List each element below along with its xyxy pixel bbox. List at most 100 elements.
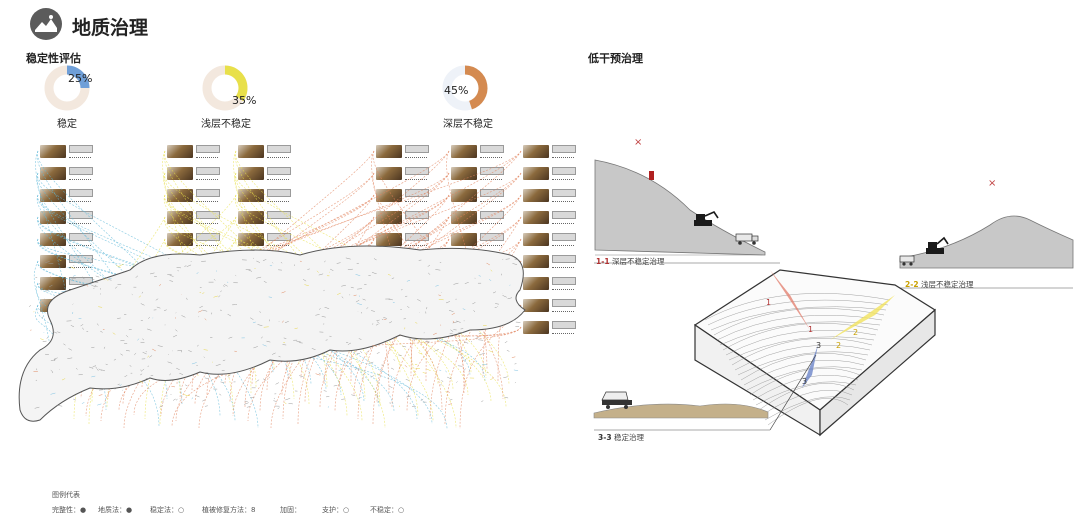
terrain-texture-stroke [375, 324, 379, 326]
terrain-texture-stroke [94, 284, 98, 288]
terrain-texture-stroke [133, 352, 137, 356]
sample-connector-line [391, 238, 522, 408]
slope-sample-rating [480, 219, 502, 224]
terrain-texture-stroke [116, 265, 121, 268]
terrain-texture-stroke [447, 376, 452, 380]
slope-sample-tag [69, 233, 93, 241]
sample-connector-line [37, 216, 236, 422]
terrain-texture-stroke [172, 334, 178, 338]
sample-connector-line [123, 150, 375, 429]
terrain-texture-stroke [139, 380, 143, 383]
sample-connector-line [37, 282, 486, 382]
terrain-texture-stroke [462, 308, 466, 310]
terrain-texture-stroke [341, 284, 346, 287]
terrain-texture-stroke [117, 383, 120, 386]
slope-sample-rating [69, 219, 91, 224]
terrain-texture-stroke [398, 354, 402, 357]
terrain-texture-stroke [464, 282, 469, 284]
terrain-texture-stroke [370, 375, 374, 378]
terrain-texture-stroke [152, 348, 156, 352]
slope-sample-thumb [167, 211, 193, 224]
terrain-texture-stroke [204, 318, 207, 321]
terrain-texture-stroke [368, 361, 374, 364]
terrain-texture-stroke [129, 364, 132, 368]
sample-connector-line [198, 150, 450, 429]
section-marker-label: 1 [808, 325, 813, 334]
terrain-texture-stroke [506, 350, 510, 352]
stable-slope-profile [593, 403, 769, 419]
terrain-contour-line [758, 383, 855, 411]
terrain-contour-line [728, 336, 875, 361]
slope-sample-tag [267, 145, 291, 153]
terrain-texture-stroke [196, 272, 199, 274]
terrain-texture-stroke [473, 310, 475, 313]
deep-slope-profile [594, 159, 766, 256]
terrain-texture-stroke [204, 405, 208, 407]
terrain-texture-stroke [223, 285, 225, 288]
terrain-texture-stroke [452, 321, 458, 324]
sample-connector-line [164, 216, 454, 391]
terrain-texture-stroke [114, 286, 118, 289]
terrain-texture-stroke [149, 355, 153, 358]
terrain-texture-stroke [280, 261, 283, 264]
terrain-texture-stroke [294, 327, 298, 330]
terrain-texture-stroke [505, 258, 510, 260]
terrain-texture-stroke [281, 320, 284, 323]
terrain-texture-stroke [445, 370, 447, 373]
terrain-texture-stroke [126, 335, 129, 338]
terrain-texture-stroke [57, 331, 61, 333]
terrain-texture-stroke [67, 267, 71, 269]
slope-sample-rating [267, 197, 289, 202]
terrain-texture-stroke [186, 264, 192, 267]
terrain-contour-line [740, 353, 867, 381]
terrain-texture-stroke [28, 305, 32, 307]
terrain-texture-stroke [70, 325, 75, 328]
terrain-texture-stroke [360, 311, 363, 314]
slope-sample-rating [267, 153, 289, 158]
terrain-texture-stroke [492, 291, 497, 294]
terrain-texture-stroke [376, 321, 380, 324]
slope-sample-tag [480, 189, 504, 197]
terrain-texture-stroke [38, 282, 41, 285]
terrain-texture-stroke [486, 262, 490, 266]
dump-truck-icon-3 [601, 391, 632, 409]
terrain-texture-stroke [433, 332, 437, 335]
terrain-texture-stroke [338, 369, 343, 371]
terrain-texture-stroke [323, 356, 328, 358]
slope-sample-tag [480, 233, 504, 241]
slope-sample-thumb [451, 211, 477, 224]
terrain-texture-stroke [58, 259, 62, 262]
leader-line-3 [769, 354, 817, 431]
terrain-texture-stroke [481, 400, 484, 403]
terrain-texture-stroke [289, 376, 292, 380]
terrain-texture-stroke [61, 378, 66, 381]
terrain-texture-stroke [194, 394, 200, 398]
slope-sample-rating [405, 175, 427, 180]
terrain-texture-stroke [125, 350, 130, 352]
sample-connector-line [37, 282, 395, 413]
terrain-contour-line [707, 299, 889, 326]
terrain-texture-stroke [391, 277, 395, 280]
slope-sample-rating [480, 197, 502, 202]
terrain-texture-stroke [86, 284, 89, 287]
terrain-texture-stroke [438, 294, 441, 296]
terrain-block-top [693, 269, 937, 411]
slope-sample-thumb [376, 167, 402, 180]
slope-sample-thumb [451, 145, 477, 158]
terrain-texture-stroke [514, 363, 517, 365]
terrain-texture-stroke [204, 377, 209, 380]
slope-sample-tag [480, 167, 504, 175]
terrain-texture-stroke [98, 368, 102, 371]
terrain-texture-stroke [186, 297, 188, 300]
terrain-texture-stroke [163, 309, 167, 311]
terrain-texture-stroke [278, 355, 281, 358]
terrain-map-outline [18, 245, 526, 422]
terrain-texture-stroke [227, 374, 231, 377]
sample-connector-line [164, 216, 363, 422]
stability-map [18, 150, 526, 430]
slope-sample-rating [480, 175, 502, 180]
terrain-contour-line [749, 368, 861, 396]
terrain-block-right-face [819, 308, 936, 437]
shallow-unstable-label: 浅层不稳定 [201, 119, 251, 130]
terrain-texture-stroke [96, 368, 99, 371]
